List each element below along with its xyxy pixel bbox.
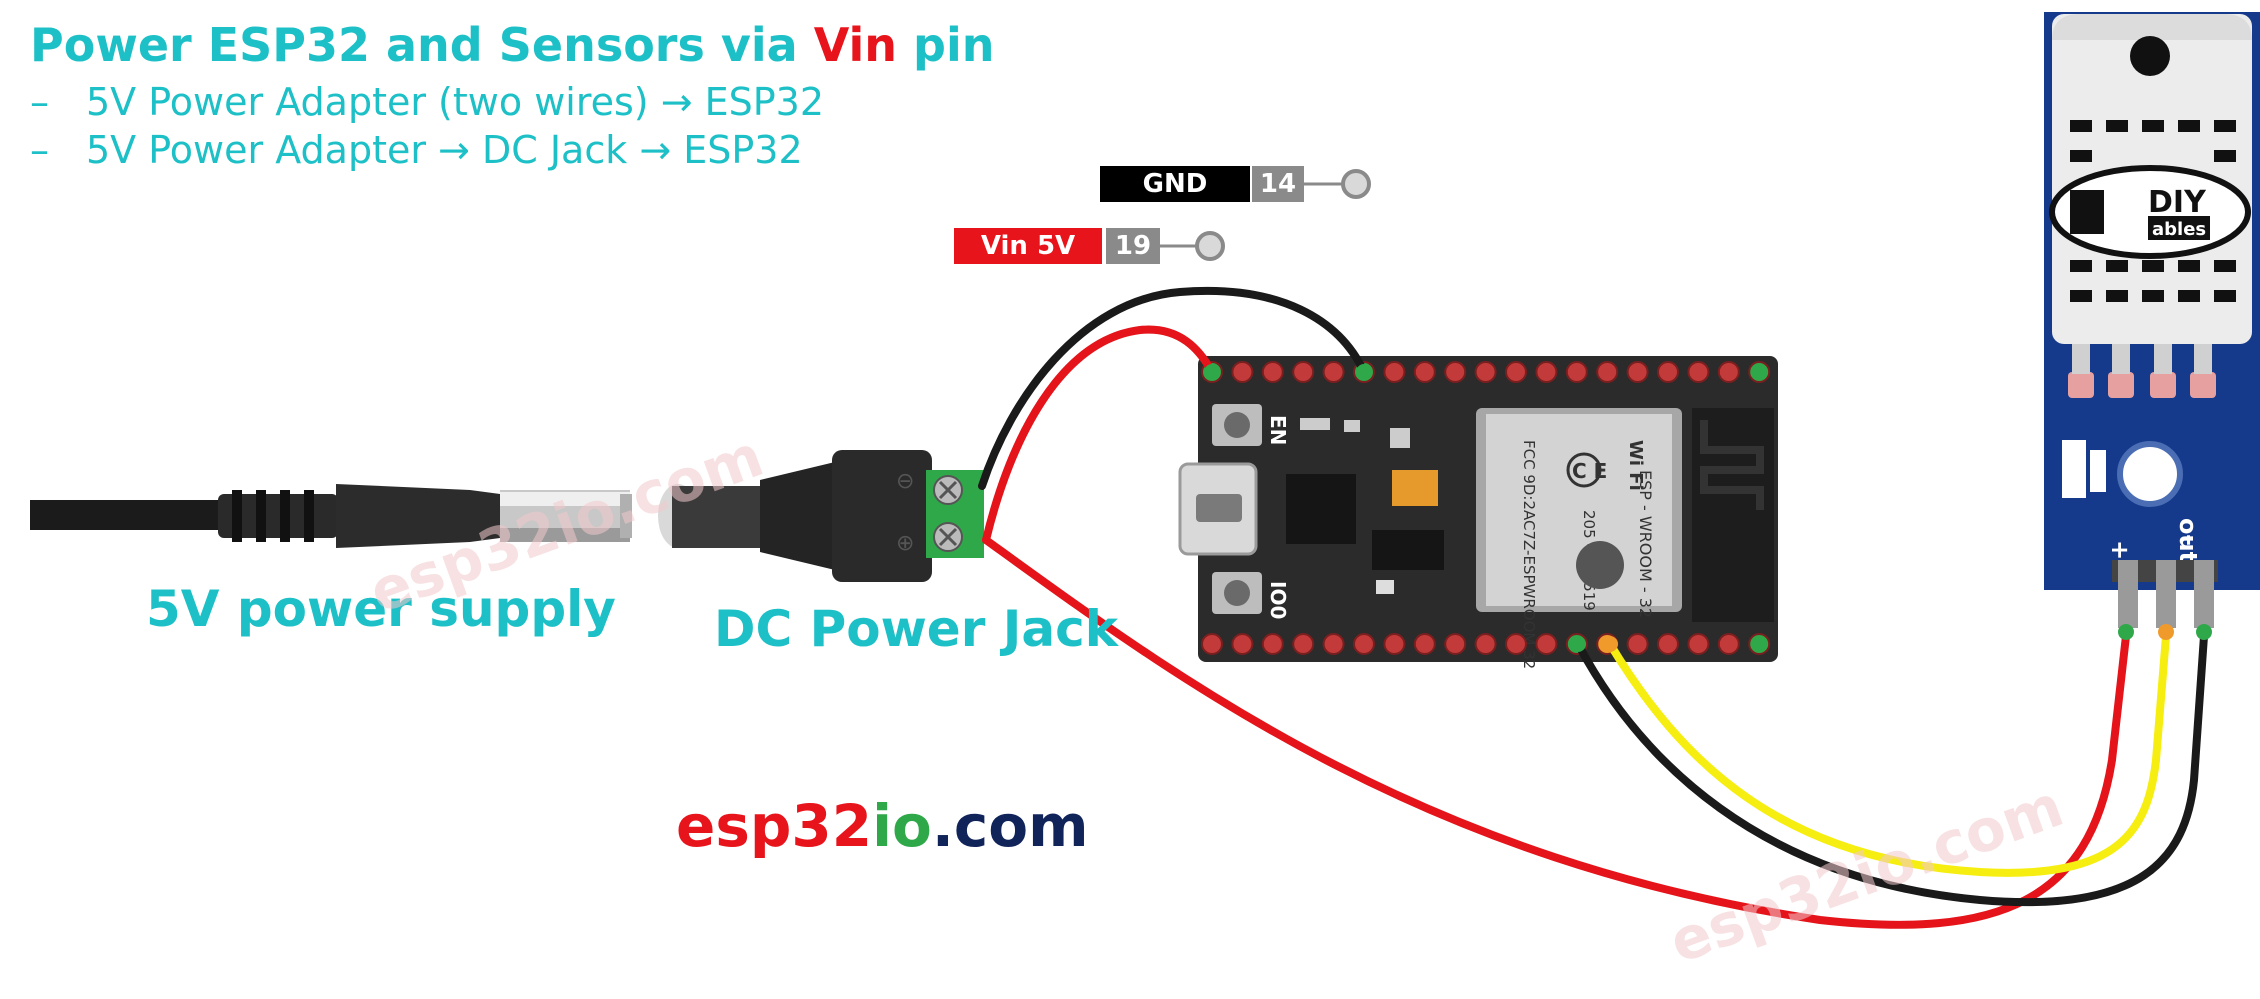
- header-pin: [1687, 633, 1710, 655]
- header-pin: [1687, 361, 1710, 383]
- dc-jack-caption: DC Power Jack: [714, 600, 1119, 658]
- module-line-2: FCC 9D:2AC7Z-ESPWROOM 32: [1520, 440, 1538, 669]
- sensor-vent-slot: [2214, 260, 2236, 272]
- header-pin: [1657, 633, 1679, 655]
- page-title: Power ESP32 and Sensors via Vin pin: [30, 18, 994, 72]
- website-part3: .com: [931, 792, 1089, 860]
- header-pin: [1413, 633, 1436, 655]
- sensor-vent-slot: [2214, 120, 2236, 132]
- vin-pin-number: 19: [1106, 228, 1160, 264]
- sensor-vent-slot: [2106, 290, 2128, 302]
- sensor-vent-slot: [2070, 150, 2092, 162]
- sensor-vent-slot: [2106, 120, 2128, 132]
- header-pin: [1565, 361, 1588, 383]
- header-pin: [1717, 361, 1740, 383]
- sensor-pin-minus-label: –: [2176, 534, 2204, 546]
- wires: [978, 287, 2212, 929]
- en-label: EN: [1266, 415, 1290, 445]
- sensor-vent-slot: [2142, 260, 2164, 272]
- bullet-text: 5V Power Adapter (two wires) → ESP32: [86, 80, 825, 124]
- header-pin: [1717, 633, 1740, 655]
- power-supply-caption: 5V power supply: [146, 580, 616, 638]
- header-pin: [1626, 633, 1649, 655]
- header-pin: [1322, 633, 1345, 655]
- bullet-dash: –: [30, 80, 49, 124]
- header-pin: [1505, 361, 1527, 383]
- header-pin: [1201, 633, 1223, 655]
- header-pin: [1444, 361, 1467, 383]
- header-pin: [1231, 361, 1254, 383]
- title-part1: Power ESP32 and Sensors via: [30, 18, 814, 72]
- website-part1: esp32: [676, 792, 873, 860]
- header-pin: [1292, 633, 1315, 655]
- brand-top: DIY: [2148, 185, 2207, 220]
- wire-sensor-plus: [982, 536, 2130, 929]
- header-pin: [1261, 633, 1284, 655]
- sensor-vent-slot: [2070, 260, 2092, 272]
- wifi-label: Wi Fi: [1625, 440, 1646, 491]
- header-pin: [1444, 633, 1467, 655]
- sensor-vent-slot: [2178, 290, 2200, 302]
- website-part2: io: [872, 792, 932, 860]
- bottom-header-pins: [1201, 633, 1771, 655]
- header-pin: [1535, 361, 1558, 383]
- sensor-vent-slot: [2214, 150, 2236, 162]
- sensor-vent-slot: [2070, 290, 2092, 302]
- title-highlight: Vin: [813, 18, 897, 72]
- sensor-vent-slot: [2142, 120, 2164, 132]
- io0-label: IO0: [1266, 581, 1290, 619]
- header-pin: [1353, 633, 1375, 655]
- wire-gnd: [978, 287, 1368, 490]
- header-pin: [1383, 361, 1406, 383]
- bullet-item: –5V Power Adapter (two wires) → ESP32: [30, 80, 824, 124]
- bullet-text: 5V Power Adapter → DC Jack → ESP32: [86, 128, 803, 172]
- module-line-1: ESP - WROOM - 32: [1636, 470, 1655, 618]
- bullet-item: –5V Power Adapter → DC Jack → ESP32: [30, 128, 803, 172]
- header-pin: [1596, 361, 1619, 383]
- esp32-board: EN IO0 Wi Fi ESP - WROOM - 32 FCC 9D:2AC…: [1178, 356, 1778, 669]
- sensor-pin-plus-label: +: [2106, 540, 2134, 560]
- dc-power-jack: ⊖ ⊕: [658, 450, 984, 582]
- sensor-vent-slot: [2070, 120, 2092, 132]
- header-pin: [1292, 361, 1315, 383]
- header-pin: [1535, 633, 1558, 655]
- header-pin: [1748, 361, 1771, 383]
- top-header-pins: [1201, 361, 1771, 383]
- power-supply-plug: [30, 484, 632, 548]
- svg-text:⊕: ⊕: [896, 531, 914, 556]
- website-logo: esp32io.com: [676, 792, 1089, 860]
- vin-pin-label: Vin 5V: [954, 228, 1102, 264]
- gnd-pin-label: GND: [1100, 166, 1250, 202]
- header-pin: [1505, 633, 1527, 655]
- sensor-vent-slot: [2178, 120, 2200, 132]
- wire-sensor-minus: [1574, 632, 2208, 907]
- gnd-pin-number: 14: [1252, 166, 1304, 202]
- header-pin: [1474, 361, 1497, 383]
- wire-vin: [982, 325, 1216, 544]
- header-pin: [1474, 633, 1497, 655]
- header-pin: [1748, 633, 1771, 655]
- pin-callout-lines: [1160, 169, 1371, 261]
- header-pin: [1657, 361, 1679, 383]
- header-pin: [1322, 361, 1345, 383]
- title-part2: pin: [897, 18, 995, 72]
- bullet-dash: –: [30, 128, 49, 172]
- wire-sensor-out: [1606, 632, 2170, 877]
- header-pin: [1261, 361, 1284, 383]
- brand-bottom: ables: [2152, 219, 2206, 240]
- header-pin: [1383, 633, 1406, 655]
- svg-text:C E: C E: [1572, 459, 1607, 483]
- sensor-module: DIY ables + out –: [2044, 12, 2260, 628]
- svg-text:⊖: ⊖: [896, 469, 914, 494]
- sensor-vent-slot: [2142, 290, 2164, 302]
- sensor-pin-out-label: out: [2174, 518, 2202, 563]
- header-pin: [1413, 361, 1436, 383]
- sensor-vent-slot: [2106, 260, 2128, 272]
- header-pin: [1231, 633, 1254, 655]
- sensor-vent-slot: [2214, 290, 2236, 302]
- sensor-vent-slot: [2178, 260, 2200, 272]
- header-pin: [1626, 361, 1649, 383]
